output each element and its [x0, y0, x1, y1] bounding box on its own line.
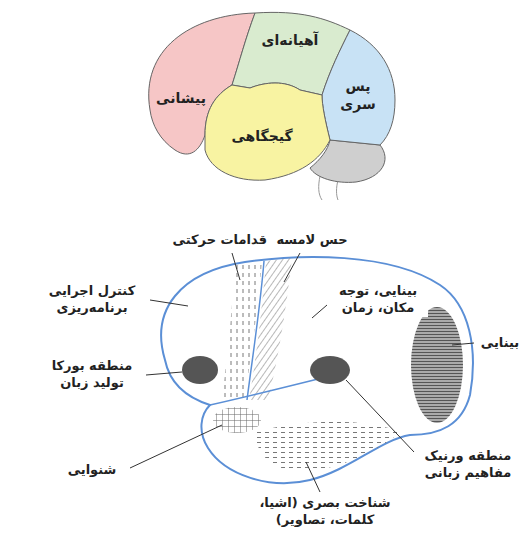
- area-label: شناخت بصری (اشیا، کلمات، تصاویر): [250, 495, 400, 529]
- lobe-region: گیجگاهی: [217, 127, 307, 145]
- lobe-region: آهیانه‌ای: [240, 31, 340, 49]
- area-label: بینایی: [474, 335, 526, 352]
- area-label: منطقه بورکا تولید زبان: [42, 358, 142, 392]
- lobe-name: پیشانی: [146, 89, 216, 107]
- lobe-name: گیجگاهی: [217, 127, 307, 145]
- area-label: کنترل اجرایی برنامه‌ریزی: [37, 283, 147, 317]
- area-label: بینایی، توجه مکان، زمان: [328, 283, 428, 317]
- lobes-map: [149, 12, 395, 200]
- area-label: حس لامسه: [267, 232, 357, 249]
- area-label: منطقه ورنیک مفاهیم زبانی: [418, 448, 518, 482]
- lobe-name: آهیانه‌ای: [240, 31, 340, 49]
- lobe-region: پیشانی: [146, 89, 216, 107]
- area-label: شنوایی: [54, 462, 130, 479]
- lobe-name: پس سری: [340, 77, 376, 113]
- lobe-region: پس سری: [340, 77, 376, 113]
